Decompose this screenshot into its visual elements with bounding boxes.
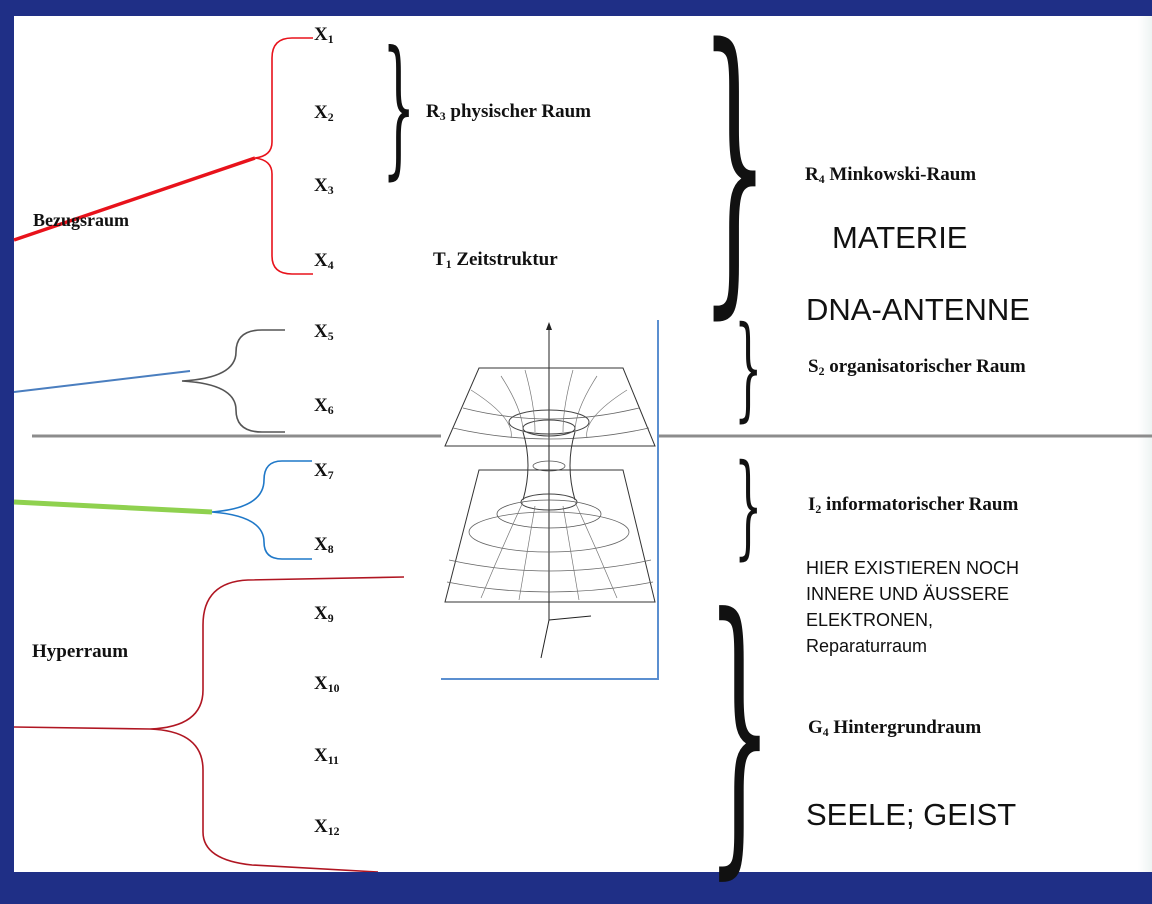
space-label-s2: S2 organisatorischer Raum — [808, 356, 1026, 378]
red-connector — [13, 156, 256, 242]
group-label-bezugsraum: Bezugsraum — [33, 210, 129, 230]
space-label-g4: G4 Hintergrundraum — [808, 717, 982, 739]
dimension-x6: X6 — [314, 395, 334, 417]
dimension-x9: X9 — [314, 603, 334, 625]
brace-r3: } — [382, 20, 416, 194]
gray-brace-x5-x6 — [181, 329, 285, 433]
connector-layer — [13, 37, 1152, 872]
space-label-r4: R4 Minkowski-Raum — [805, 164, 977, 186]
green-connector — [13, 499, 213, 515]
dimension-x4: X4 — [314, 250, 334, 272]
annotation-materie: MATERIE — [832, 220, 968, 255]
annotation-hier-block: HIER EXISTIEREN NOCH INNERE UND ÄUSSERE … — [806, 555, 1019, 659]
wormhole-drawing — [441, 320, 659, 680]
dimension-x12: X12 — [314, 816, 340, 838]
darkred-brace-x9-x12 — [149, 576, 405, 872]
space-label-r3: R3 physischer Raum — [426, 101, 591, 123]
annotation-hier-line: ELEKTRONEN, — [806, 610, 934, 630]
brace-r4: } — [700, 0, 770, 345]
annotation-seele-geist: SEELE; GEIST — [806, 797, 1017, 832]
darkred-connector — [13, 726, 151, 730]
annotation-hier-line: HIER EXISTIEREN NOCH — [806, 558, 1020, 578]
annotation-hier-line: INNERE UND ÄUSSERE — [806, 584, 1010, 604]
right-edge-strip — [1138, 16, 1152, 872]
annotation-hier-line: Reparaturraum — [806, 636, 928, 656]
dimension-x11: X11 — [314, 745, 339, 767]
dimension-x5: X5 — [314, 321, 334, 343]
wormhole-figure — [441, 320, 659, 680]
red-brace-x1-x4 — [254, 37, 313, 275]
dimension-x8: X8 — [314, 534, 334, 556]
annotation-dna-antenne: DNA-ANTENNE — [806, 292, 1030, 327]
brace-s2: } — [734, 303, 763, 433]
brace-g4: } — [706, 555, 773, 904]
dimension-x2: X2 — [314, 102, 334, 124]
dimension-x1: X1 — [314, 24, 334, 46]
space-label-t1: T1 Zeitstruktur — [433, 249, 558, 271]
dimension-x3: X3 — [314, 175, 334, 197]
brace-i2: } — [734, 441, 763, 571]
blue-brace-x7-x8 — [211, 460, 312, 560]
space-label-i2: I2 informatorischer Raum — [808, 494, 1019, 516]
dimension-x10: X10 — [314, 673, 340, 695]
dimension-x7: X7 — [314, 460, 334, 482]
group-label-hyperraum: Hyperraum — [32, 641, 129, 662]
diagram-canvas: X1 X2 X3 X4 X5 X6 X7 X8 X9 X10 X11 X12 B… — [13, 0, 1152, 880]
steel-blue-connector — [13, 370, 191, 393]
